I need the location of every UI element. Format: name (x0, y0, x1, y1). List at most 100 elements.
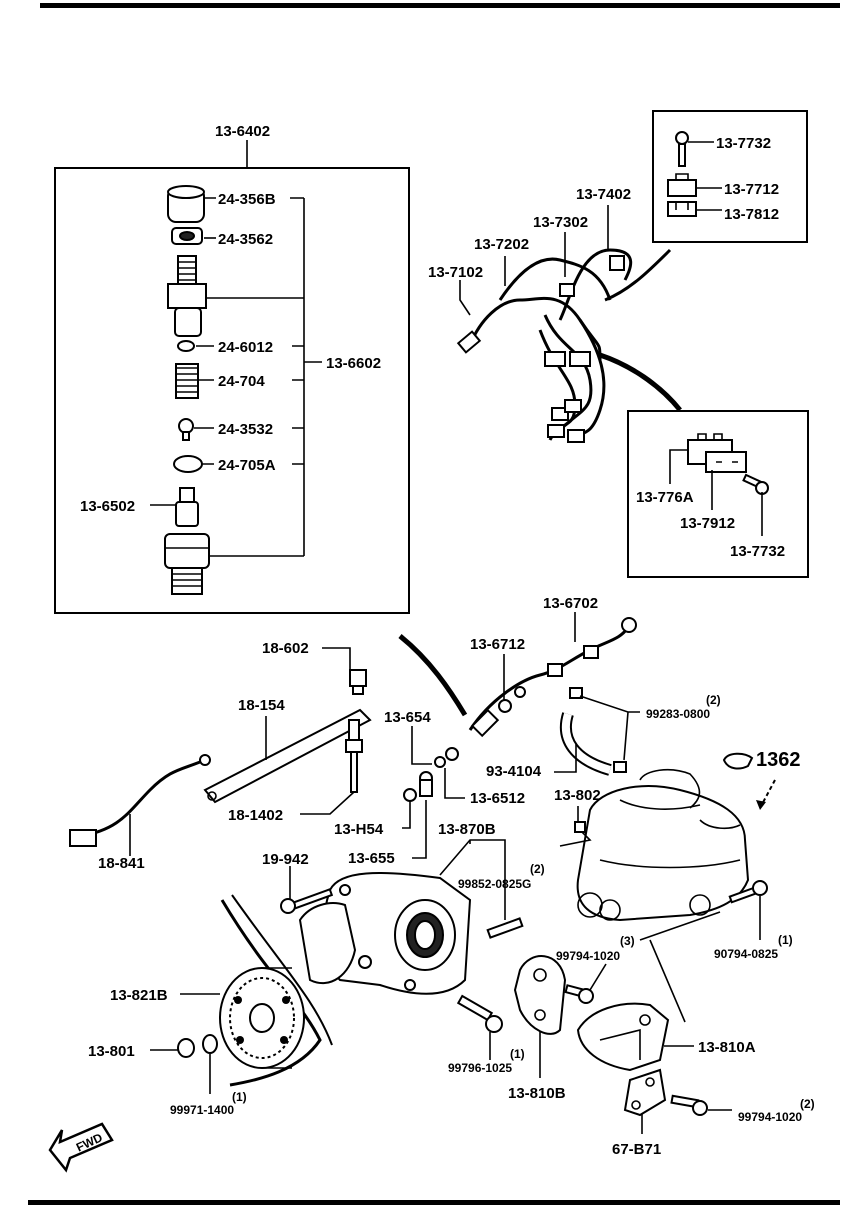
callout-qty-99796: (1) (510, 1047, 525, 1061)
top-border (40, 3, 840, 8)
clamp-upper-part (667, 173, 697, 197)
callout-qty-99794-mid: (3) (620, 934, 635, 948)
callout-13-6702: 13-6702 (543, 595, 598, 612)
callout-13-821B: 13-821B (110, 987, 168, 1004)
callout-24-705A: 24-705A (218, 457, 276, 474)
callout-67-B71: 67-B71 (612, 1141, 661, 1158)
spacer-part (173, 455, 203, 473)
callout-24-6012: 24-6012 (218, 339, 273, 356)
clamp-bolt-top-part (675, 131, 689, 167)
clamp-b-part (705, 451, 747, 473)
pulley-nut-part (177, 1034, 218, 1058)
bottom-border (28, 1200, 840, 1205)
callout-13-6712: 13-6712 (470, 636, 525, 653)
pointer-curve-top (604, 248, 672, 302)
bracket-810b-part (513, 955, 567, 1035)
callout-13-802: 13-802 (554, 787, 601, 804)
callout-99796-1025: 99796-1025 (448, 1061, 512, 1075)
injection-pipes (456, 248, 633, 443)
stud-part (486, 917, 524, 939)
bolt-19-942-part (280, 888, 334, 914)
callout-99971-1400: 99971-1400 (170, 1103, 234, 1117)
pointer-curve-leak (398, 634, 468, 717)
callout-13-7402: 13-7402 (576, 186, 631, 203)
nut-part (171, 227, 203, 245)
callout-90794-0825: 90794-0825 (714, 947, 778, 961)
callout-13-7812: 13-7812 (724, 206, 779, 223)
callout-24-3532: 24-3532 (218, 421, 273, 438)
callout-13-7202: 13-7202 (474, 236, 529, 253)
hose-part (559, 687, 627, 776)
callout-13-655: 13-655 (348, 850, 395, 867)
washer-part (177, 340, 195, 352)
callout-99283-0800: 99283-0800 (646, 707, 710, 721)
callout-99794-1020-bottom: 99794-1020 (738, 1110, 802, 1124)
callout-13-7712: 13-7712 (724, 181, 779, 198)
fwd-arrow-icon (48, 1122, 114, 1173)
callout-13-H54: 13-H54 (334, 821, 384, 838)
callout-99794-1020-mid: 99794-1020 (556, 949, 620, 963)
nozzle-assembly-box (54, 167, 410, 614)
leak-pipe-part (468, 617, 637, 738)
clamp-lower-part (667, 201, 697, 217)
glow-nut-part (349, 669, 367, 695)
clamp-box-mid (627, 410, 809, 578)
callout-13-870B: 13-870B (438, 821, 496, 838)
callout-13-6512: 13-6512 (470, 790, 525, 807)
callout-13-7302: 13-7302 (533, 214, 588, 231)
pointer-curve-mid (599, 352, 682, 412)
retaining-nut-part (164, 533, 210, 595)
bolt-99796-part (456, 994, 503, 1033)
callout-qty-99794-bottom: (2) (800, 1097, 815, 1111)
callout-13-810B: 13-810B (508, 1085, 566, 1102)
nozzle-holder-part (167, 255, 207, 337)
harness-part (69, 754, 211, 847)
callout-18-602: 18-602 (262, 640, 309, 657)
callout-qty-99283: (2) (706, 693, 721, 707)
callout-13-6602: 13-6602 (326, 355, 381, 372)
callout-13-6402: 13-6402 (215, 123, 270, 140)
callout-13-810A: 13-810A (698, 1039, 756, 1056)
glow-plate-part (203, 708, 372, 804)
bolt-99794-bottom-part (670, 1094, 708, 1116)
glow-plug-part (345, 719, 363, 793)
callout-qty-99852: (2) (530, 862, 545, 876)
callout-18-154: 18-154 (238, 697, 285, 714)
timing-belt (220, 899, 322, 1087)
spring-part (175, 363, 199, 399)
banjo-parts (403, 747, 459, 802)
nozzle-tip-part (175, 487, 199, 527)
bolt-99794-mid-part (564, 984, 594, 1004)
callout-13-801: 13-801 (88, 1043, 135, 1060)
ref-pointer-icon (722, 752, 754, 770)
clamp-box-top (652, 110, 808, 243)
callout-13-7732-top: 13-7732 (716, 135, 771, 152)
callout-18-841: 18-841 (98, 855, 145, 872)
callout-13-7732-bottom: 13-7732 (730, 543, 785, 560)
cap-part (167, 185, 205, 223)
callout-18-1402: 18-1402 (228, 807, 283, 824)
clamp-bolt-bottom-part (742, 473, 769, 495)
callout-qty-99971: (1) (232, 1090, 247, 1104)
injection-pump-body (576, 768, 750, 922)
callout-ref-1362: 1362 (756, 749, 801, 771)
callout-19-942: 19-942 (262, 851, 309, 868)
callout-13-7912: 13-7912 (680, 515, 735, 532)
pulley-part (219, 967, 305, 1069)
ref-arrow (759, 779, 776, 809)
callout-24-704: 24-704 (218, 373, 265, 390)
bracket-67b71-part (623, 1068, 667, 1117)
bolt-90794-part (728, 880, 768, 904)
callout-13-6502: 13-6502 (80, 498, 135, 515)
pin-part (178, 418, 194, 441)
callout-24-356B: 24-356B (218, 191, 276, 208)
callout-93-4104: 93-4104 (486, 763, 542, 780)
callout-24-3562: 24-3562 (218, 231, 273, 248)
bracket-plate-part (298, 872, 472, 995)
callout-13-654: 13-654 (384, 709, 431, 726)
callout-qty-90794: (1) (778, 933, 793, 947)
callout-99852-0825G: 99852-0825G (458, 877, 531, 891)
bracket-810a-part (576, 1002, 670, 1072)
callout-13-7102: 13-7102 (428, 264, 483, 281)
